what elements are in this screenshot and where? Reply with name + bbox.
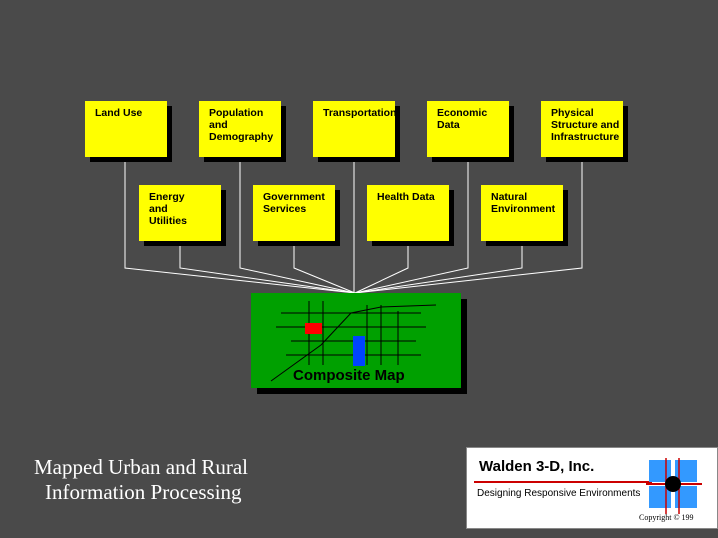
connector-population [239,157,356,294]
map-road [270,304,437,382]
connector-natural [354,241,523,294]
composite-map-graphic [270,301,437,382]
slide-title: Mapped Urban and Rural Information Proce… [34,455,248,505]
logo-divider [474,481,652,483]
box-population-demography: Population and Demography [199,101,281,157]
map-red-parcel [305,323,322,334]
company-logo: Walden 3-D, Inc. Designing Responsive En… [466,447,718,529]
connector-health [354,241,409,294]
box-transportation: Transportation [313,101,395,157]
connector-government [293,241,356,294]
title-line-1: Mapped Urban and Rural [34,455,249,479]
connector-economic [354,157,469,294]
box-natural-environment: Natural Environment [481,185,563,241]
composite-map-label: Composite Map [293,367,405,384]
box-land-use: Land Use [85,101,167,157]
box-health-data: Health Data [367,185,449,241]
composite-map: Composite Map [251,293,461,388]
map-blue-parcel [353,336,365,366]
box-government-services: Government Services [253,185,335,241]
company-tagline: Designing Responsive Environments [477,488,641,499]
copyright-text: Copyright © 199 [639,513,694,522]
connector-physical [354,157,583,294]
box-economic-data: Economic Data [427,101,509,157]
grid-circle-logo-icon [646,458,702,514]
connector-energy [179,241,356,294]
box-energy-utilities: Energy and Utilities [139,185,221,241]
box-physical-structure: Physical Structure and Infrastructure [541,101,623,157]
company-name: Walden 3-D, Inc. [479,458,595,475]
title-line-2: Information Processing [45,480,242,504]
connector-land-use [124,157,356,294]
